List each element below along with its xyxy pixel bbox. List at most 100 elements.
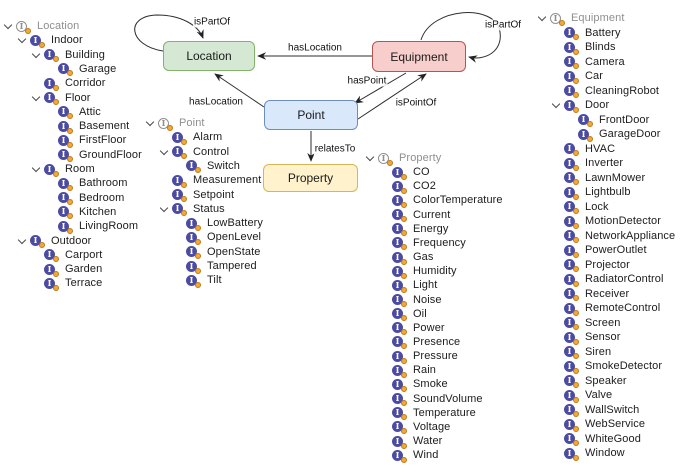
chevron-down-icon[interactable] <box>16 234 30 248</box>
chevron-down-icon[interactable] <box>144 116 158 130</box>
chevron-down-icon[interactable] <box>158 145 172 159</box>
diagram-node-point[interactable]: Point <box>264 100 358 130</box>
diagram-node-location[interactable]: Location <box>163 41 255 71</box>
chevron-down-icon[interactable] <box>2 19 16 33</box>
chevron-down-icon[interactable] <box>536 11 550 25</box>
chevron-down-icon[interactable] <box>550 98 564 112</box>
diagram-node-property[interactable]: Property <box>263 164 358 192</box>
chevron-down-icon[interactable] <box>30 48 44 62</box>
chevron-down-icon[interactable] <box>158 202 172 216</box>
chevron-down-icon[interactable] <box>30 162 44 176</box>
chevron-down-icon[interactable] <box>16 33 30 47</box>
chevron-down-icon[interactable] <box>30 91 44 105</box>
diagram-node-equipment[interactable]: Equipment <box>372 41 466 72</box>
chevron-down-icon[interactable] <box>364 151 378 165</box>
